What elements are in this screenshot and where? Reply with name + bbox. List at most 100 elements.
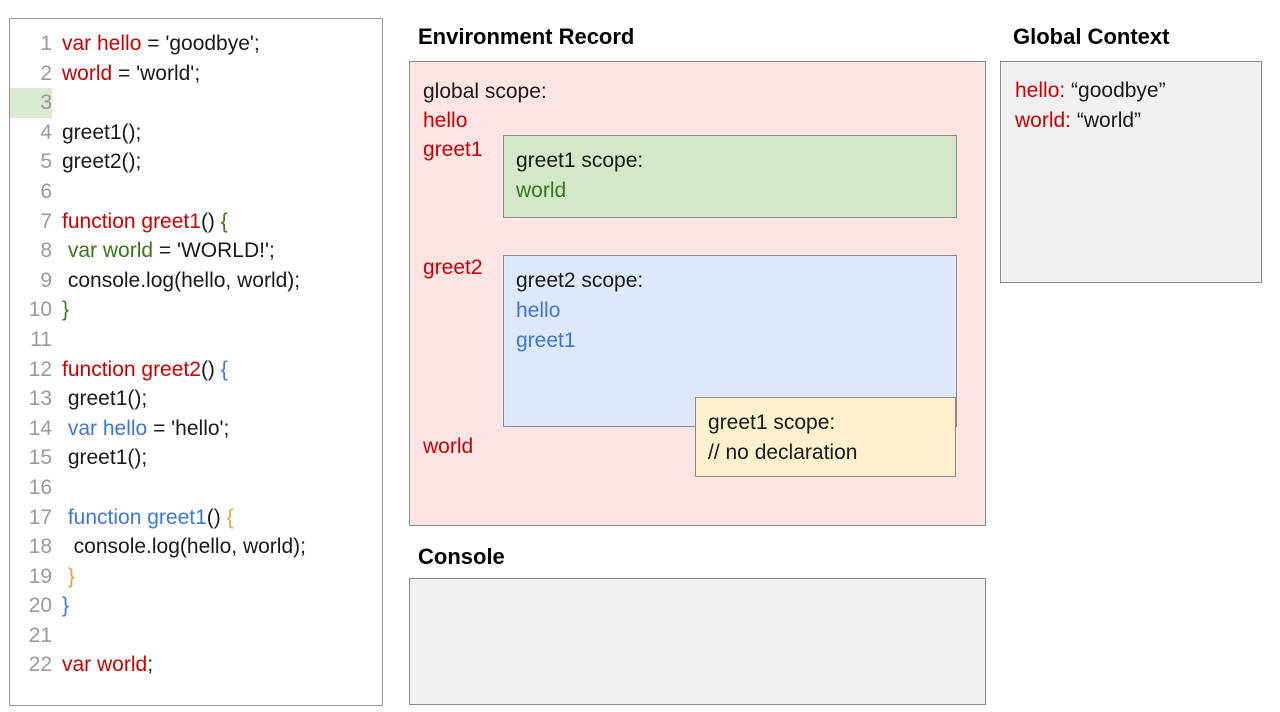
code-line-text: console.log(hello, world); (52, 532, 306, 562)
code-token: } (67, 564, 75, 588)
line-number: 12 (28, 357, 52, 381)
code-token: = 'world'; (112, 61, 201, 85)
code-token: var hello (62, 32, 142, 55)
global-scope-label: global scope: (423, 80, 547, 103)
greet1-scope-title: greet1 scope: (516, 149, 644, 172)
code-token: () (206, 505, 227, 529)
code-token: { (226, 505, 234, 529)
code-line[interactable]: 8 var world = 'WORLD!'; (10, 236, 382, 266)
global-context-entry-value: “goodbye” (1065, 79, 1166, 102)
code-line[interactable]: 21 (10, 621, 382, 651)
code-token: { (220, 209, 228, 233)
code-line[interactable]: 3 (10, 88, 382, 118)
line-number: 19 (28, 564, 52, 588)
code-line-text: function greet1() { (52, 503, 234, 533)
code-line-text: var hello = 'goodbye'; (52, 29, 260, 59)
global-context-entry-key: hello: (1015, 79, 1066, 102)
code-line[interactable]: 4 greet1(); (10, 118, 382, 148)
line-number: 11 (30, 327, 52, 351)
code-token: } (62, 594, 70, 618)
code-token: function greet2 (62, 357, 201, 381)
code-line[interactable]: 13 greet1(); (10, 384, 382, 414)
code-token: = 'WORLD!'; (153, 239, 275, 263)
code-token: () (200, 209, 221, 233)
code-line[interactable]: 14 var hello = 'hello'; (10, 414, 382, 444)
code-token: { (220, 357, 228, 381)
code-line[interactable]: 20} (10, 591, 382, 621)
greet1-inner-scope-note: // no declaration (708, 441, 858, 464)
code-token: = 'goodbye'; (141, 32, 260, 55)
code-line-text: function greet2() { (52, 355, 228, 385)
environment-record-title: Environment Record (418, 24, 635, 49)
code-line-text: world = 'world'; (52, 59, 200, 89)
greet1-scope-box: greet1 scope: world (503, 135, 957, 218)
line-number: 6 (40, 179, 52, 203)
console-title: Console (418, 544, 505, 569)
code-token: () (200, 357, 221, 381)
code-token: greet1(); (62, 120, 142, 144)
code-line[interactable]: 6 (10, 177, 382, 207)
code-token: world (62, 61, 113, 85)
code-token: } (62, 298, 70, 322)
global-context-entry-key: world: (1015, 109, 1072, 132)
code-line[interactable]: 9 console.log(hello, world); (10, 266, 382, 296)
line-number: 10 (28, 298, 52, 322)
code-token: ; (147, 653, 154, 677)
code-line[interactable]: 15 greet1(); (10, 443, 382, 473)
code-line[interactable]: 19 } (10, 562, 382, 592)
code-token: var hello (67, 416, 148, 440)
global-context-panel: hello: “goodbye”world: “world” (1000, 61, 1262, 283)
code-line-text: var world = 'WORLD!'; (52, 236, 275, 266)
code-token: greet1(); (62, 387, 148, 411)
code-token: greet2(); (62, 150, 142, 174)
code-line[interactable]: 10} (10, 295, 382, 325)
code-line[interactable]: 18 console.log(hello, world); (10, 532, 382, 562)
line-number: 8 (40, 239, 52, 263)
global-binding-hello: hello (423, 109, 468, 132)
greet2-scope-binding-hello: hello (516, 299, 561, 322)
line-number: 15 (28, 446, 52, 470)
code-line-text: var hello = 'hello'; (52, 414, 230, 444)
code-line-text: greet2(); (52, 147, 141, 177)
code-line-text: console.log(hello, world); (52, 266, 300, 296)
line-number: 4 (40, 120, 52, 144)
line-number: 2 (40, 61, 52, 85)
code-token: console.log(hello, world); (62, 535, 306, 559)
code-line[interactable]: 5 greet2(); (10, 147, 382, 177)
line-number: 3 (10, 88, 52, 118)
code-token: var world (62, 653, 148, 677)
line-number: 18 (28, 535, 52, 559)
line-number: 7 (40, 209, 52, 233)
line-number: 14 (28, 416, 52, 440)
greet2-scope-title: greet2 scope: (516, 269, 644, 292)
code-line-text: greet1(); (52, 443, 147, 473)
global-context-entries: hello: “goodbye”world: “world” (1015, 76, 1261, 136)
line-number: 5 (40, 150, 52, 174)
code-line[interactable]: 17 function greet1() { (10, 503, 382, 533)
code-line[interactable]: 11 (10, 325, 382, 355)
code-line-text: greet1(); (52, 118, 141, 148)
code-token: function greet1 (67, 505, 207, 529)
global-binding-world: world (423, 435, 474, 458)
greet1-inner-scope-box: greet1 scope: // no declaration (695, 397, 956, 477)
global-context-entry: hello: “goodbye” (1015, 76, 1261, 106)
code-line[interactable]: 16 (10, 473, 382, 503)
line-number: 20 (28, 594, 52, 618)
code-line-text: var world; (52, 650, 153, 680)
code-line-text: } (52, 295, 69, 325)
code-token: function greet1 (62, 209, 201, 233)
environment-record-panel: global scope: hello greet1 greet2 world … (409, 61, 986, 526)
line-number: 22 (28, 653, 52, 677)
code-line-text: function greet1() { (52, 207, 228, 237)
console-panel[interactable] (409, 578, 986, 705)
code-token: = 'hello'; (147, 416, 230, 440)
code-line-text: } (52, 591, 69, 621)
line-number: 1 (40, 32, 52, 55)
global-context-entry: world: “world” (1015, 106, 1261, 136)
